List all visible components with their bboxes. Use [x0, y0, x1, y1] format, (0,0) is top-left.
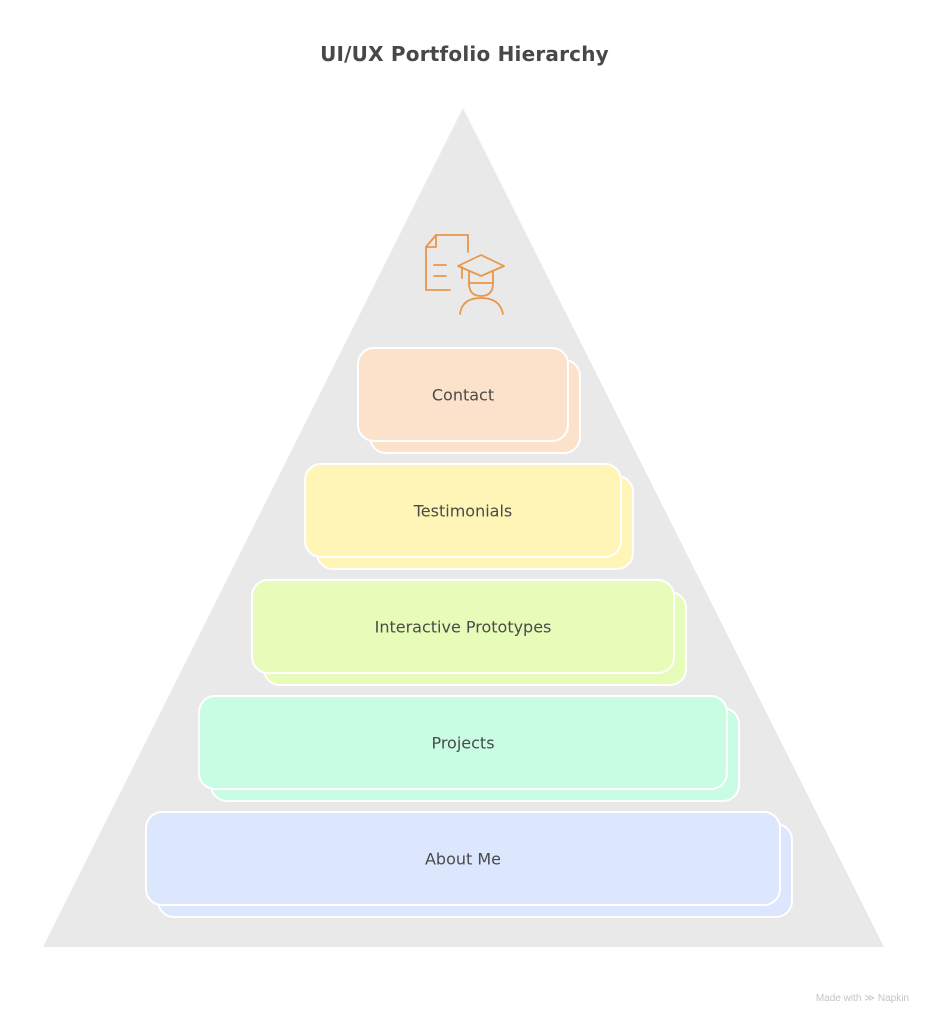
document-fold	[425, 234, 437, 248]
graduate-shoulders	[459, 297, 504, 315]
napkin-logo-icon: ≫	[864, 993, 875, 1004]
pyramid-layer-testimonials: Testimonials	[304, 463, 634, 570]
document-outline	[435, 234, 469, 253]
diagram-title: UI/UX Portfolio Hierarchy	[320, 42, 609, 66]
graduate-head	[468, 270, 494, 297]
layer-label: Projects	[431, 734, 494, 753]
layer-box	[251, 579, 675, 674]
made-with-text: Made with	[815, 993, 862, 1004]
layer-label: Interactive Prototypes	[375, 618, 552, 637]
layer-label: About Me	[425, 850, 501, 869]
made-with-napkin-footer: Made with ≫ Napkin	[816, 993, 909, 1004]
document-graduate-icon	[425, 234, 505, 315]
layer-label: Testimonials	[413, 502, 513, 521]
napkin-brand-text: Napkin	[877, 993, 909, 1004]
graduation-cap	[457, 254, 505, 277]
layer-box	[198, 695, 728, 790]
layer-box	[357, 347, 569, 442]
pyramid-layer-projects: Projects	[198, 695, 740, 802]
layer-label: Contact	[432, 386, 494, 405]
layer-box	[304, 463, 622, 558]
pyramid-layer-contact: Contact	[357, 347, 581, 454]
document-outline-left	[425, 234, 451, 291]
pyramid-layer-about-me: About Me	[145, 811, 793, 918]
layer-box	[145, 811, 781, 906]
pyramid-layer-interactive-prototypes: Interactive Prototypes	[251, 579, 687, 686]
